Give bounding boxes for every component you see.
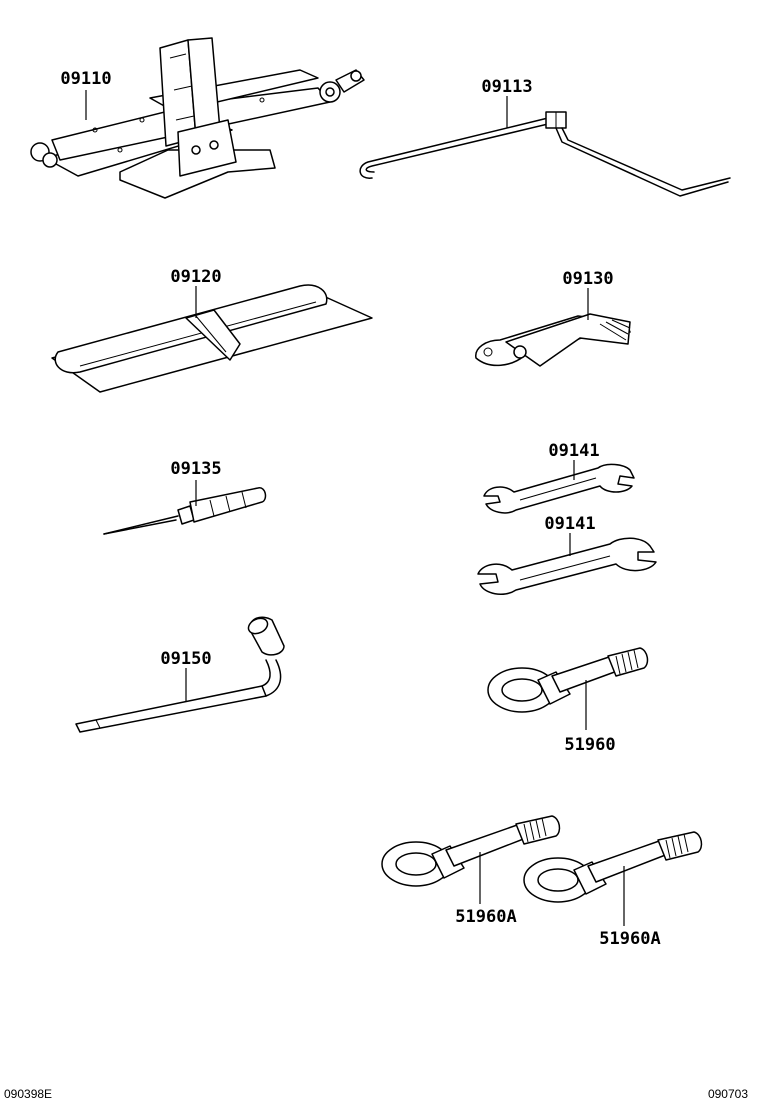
part-label-tool-bag: 09120 (170, 267, 221, 287)
part-label-screwdriver: 09135 (170, 459, 221, 479)
footer-right-code: 090703 (708, 1087, 748, 1101)
jack-illustration (30, 37, 365, 199)
footer-left-code: 090398E (4, 1087, 52, 1101)
part-label-towing-eye-a-right: 51960A (599, 929, 660, 949)
towing-eye-a-right-illustration (523, 831, 703, 903)
part-label-wrench-large: 09141 (544, 514, 595, 534)
part-label-jack-handle: 09113 (481, 77, 532, 97)
hub-nut-wrench-illustration (75, 616, 285, 733)
part-label-wrench-small: 09141 (548, 441, 599, 461)
wrench-small-illustration (483, 463, 635, 514)
pliers-illustration (475, 313, 631, 367)
part-label-hub-nut-wrench: 09150 (160, 649, 211, 669)
wrench-large-illustration (477, 537, 657, 596)
part-label-towing-eye: 51960 (564, 735, 615, 755)
part-label-towing-eye-a-left: 51960A (455, 907, 516, 927)
towing-eye-illustration (487, 647, 649, 713)
part-label-pliers: 09130 (562, 269, 613, 289)
screwdriver-illustration (103, 487, 267, 535)
part-label-jack: 09110 (60, 69, 111, 89)
tool-bag-illustration (51, 284, 373, 393)
towing-eye-a-left-illustration (381, 815, 561, 887)
jack-handle-illustration (359, 111, 731, 197)
